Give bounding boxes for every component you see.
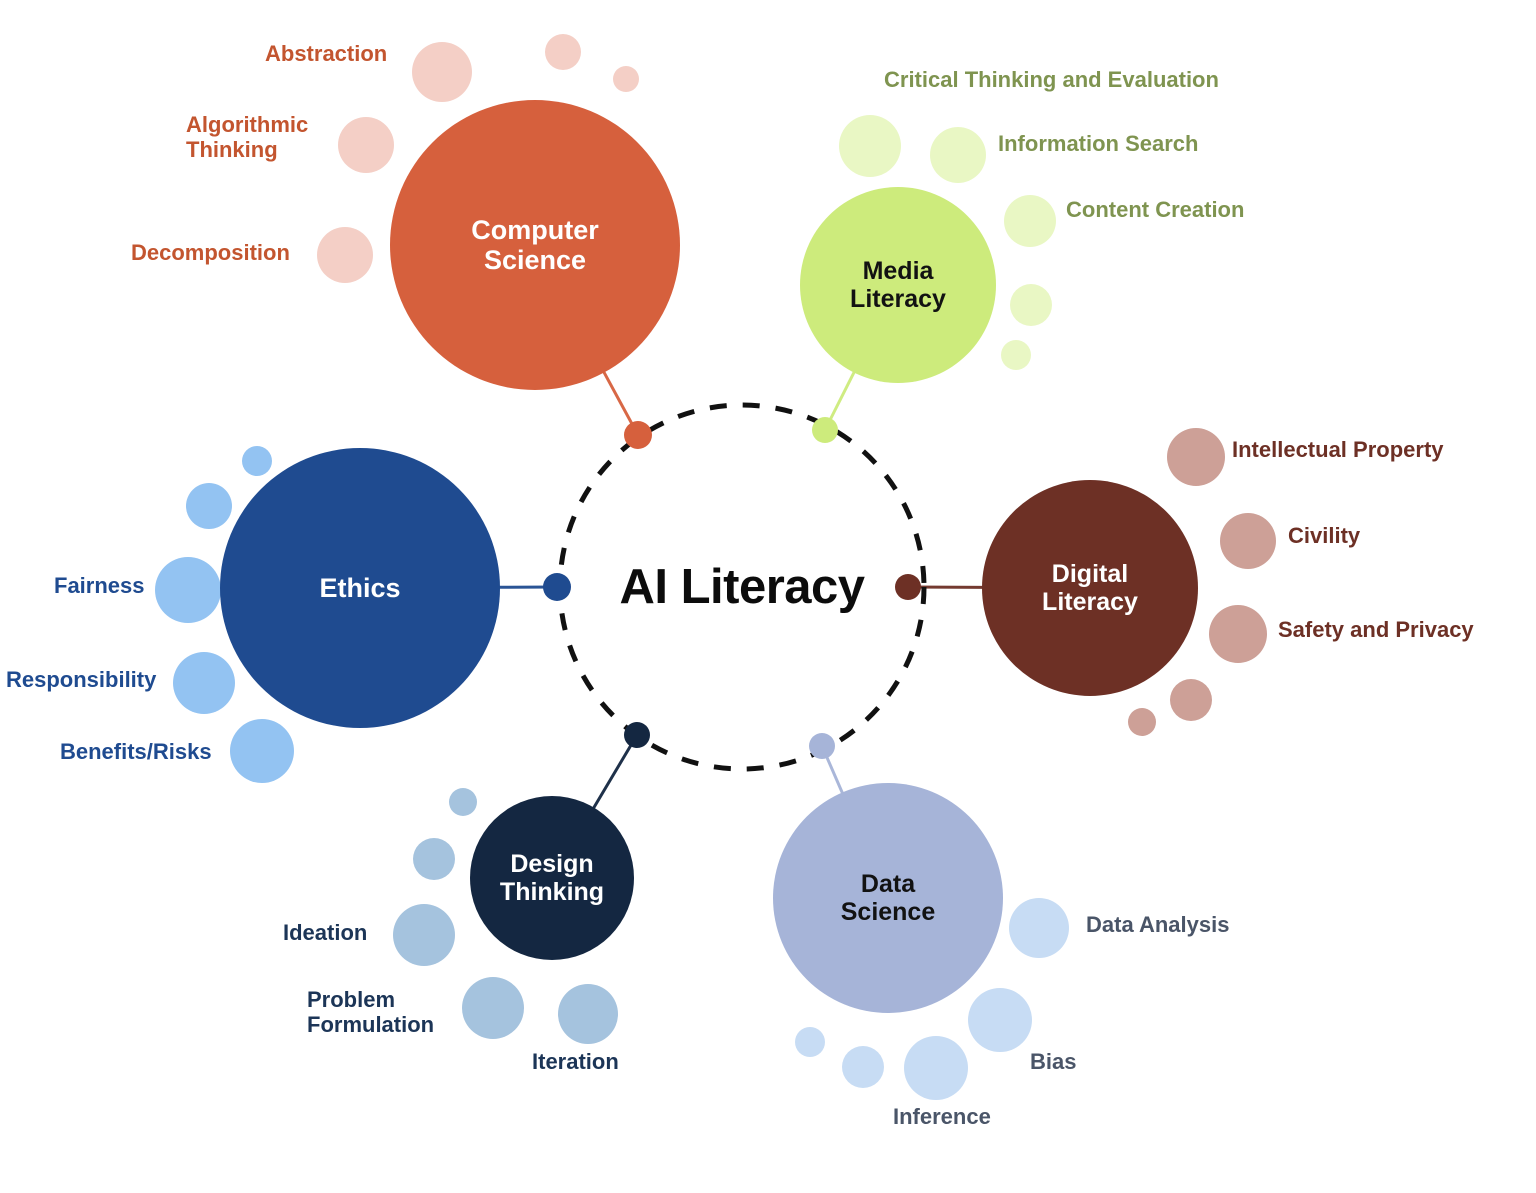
satellite-bubble-ethics-0: [155, 557, 221, 623]
branch-circle-data-science[interactable]: [773, 783, 1003, 1013]
satellite-bubble-digital-literacy-0: [1167, 428, 1225, 486]
satellite-bubble-design-thinking-0: [393, 904, 455, 966]
satellite-bubble-media-literacy-1: [930, 127, 986, 183]
satellite-bubble-design-thinking-1: [462, 977, 524, 1039]
satellite-bubble-media-literacy-3: [1010, 284, 1052, 326]
branch-circle-design-thinking[interactable]: [470, 796, 634, 960]
sub-label-data-science-0: Data Analysis: [1086, 912, 1230, 937]
sub-label-media-literacy-2: Content Creation: [1066, 197, 1245, 222]
hub-title: AI Literacy: [619, 560, 865, 614]
sub-label-computer-science-1: Algorithmic Thinking: [186, 112, 309, 162]
branch-circle-computer-science[interactable]: [390, 100, 680, 390]
satellite-bubble-media-literacy-0: [839, 115, 901, 177]
satellite-bubble-ethics-2: [230, 719, 294, 783]
connector-dot-computer-science: [624, 421, 652, 449]
satellite-bubble-ethics-1: [173, 652, 235, 714]
sub-label-digital-literacy-1: Civility: [1288, 523, 1361, 548]
branch-circle-media-literacy[interactable]: [800, 187, 996, 383]
connector-dot-media-literacy: [812, 417, 838, 443]
sub-label-computer-science-0: Abstraction: [265, 41, 388, 66]
sub-label-design-thinking-1: Problem Formulation: [307, 987, 435, 1037]
satellite-bubble-data-science-4: [795, 1027, 825, 1057]
sub-label-digital-literacy-2: Safety and Privacy: [1278, 617, 1474, 642]
satellite-bubble-media-literacy-4: [1001, 340, 1031, 370]
sub-label-ethics-1: Responsibility: [6, 667, 157, 692]
satellite-bubble-data-science-2: [904, 1036, 968, 1100]
satellite-bubble-computer-science-4: [613, 66, 639, 92]
connector-line-design-thinking: [591, 733, 639, 811]
satellite-bubble-data-science-1: [968, 988, 1032, 1052]
satellite-bubble-digital-literacy-2: [1209, 605, 1267, 663]
sub-label-design-thinking-2: Iteration: [532, 1049, 619, 1074]
connector-dot-design-thinking: [624, 722, 650, 748]
satellite-bubble-computer-science-1: [338, 117, 394, 173]
sub-label-computer-science-2: Decomposition: [131, 240, 290, 265]
satellite-bubble-design-thinking-2: [558, 984, 618, 1044]
connector-dot-ethics: [543, 573, 571, 601]
sub-label-digital-literacy-0: Intellectual Property: [1232, 437, 1444, 462]
sub-label-data-science-2: Inference: [893, 1104, 991, 1129]
satellite-bubble-design-thinking-4: [449, 788, 477, 816]
sub-label-ethics-0: Fairness: [54, 573, 145, 598]
satellite-bubble-computer-science-0: [412, 42, 472, 102]
satellite-bubble-design-thinking-3: [413, 838, 455, 880]
sub-label-media-literacy-0: Critical Thinking and Evaluation: [884, 67, 1219, 92]
satellite-bubble-computer-science-2: [317, 227, 373, 283]
satellite-bubble-data-science-0: [1009, 898, 1069, 958]
branch-circle-ethics[interactable]: [220, 448, 500, 728]
satellite-bubble-ethics-4: [242, 446, 272, 476]
satellite-bubble-data-science-3: [842, 1046, 884, 1088]
satellite-bubble-digital-literacy-3: [1170, 679, 1212, 721]
sub-label-design-thinking-0: Ideation: [283, 920, 368, 945]
satellite-bubble-digital-literacy-4: [1128, 708, 1156, 736]
branch-circle-digital-literacy[interactable]: [982, 480, 1198, 696]
connector-dot-digital-literacy: [895, 574, 921, 600]
satellite-bubble-computer-science-3: [545, 34, 581, 70]
sub-label-ethics-2: Benefits/Risks: [60, 739, 212, 764]
satellite-bubble-digital-literacy-1: [1220, 513, 1276, 569]
sub-label-media-literacy-1: Information Search: [998, 131, 1199, 156]
connector-dot-data-science: [809, 733, 835, 759]
satellite-bubble-ethics-3: [186, 483, 232, 529]
sub-label-data-science-1: Bias: [1030, 1049, 1077, 1074]
satellite-bubble-media-literacy-2: [1004, 195, 1056, 247]
